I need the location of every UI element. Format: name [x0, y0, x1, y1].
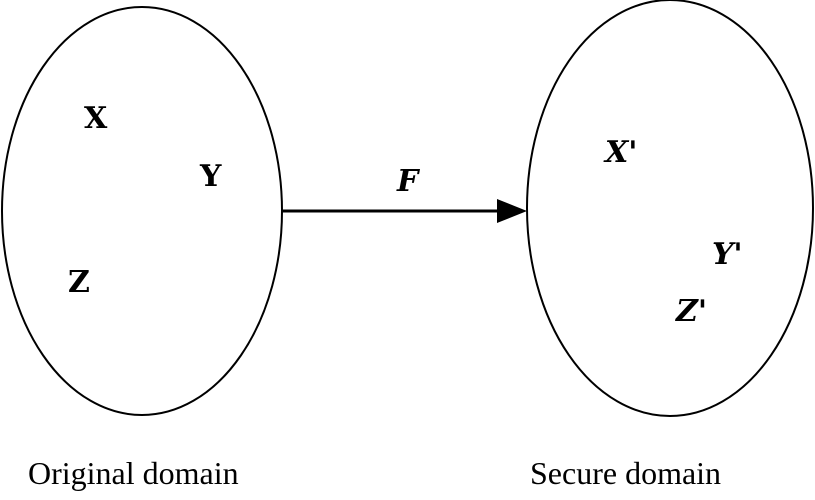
original-element-y: Y: [199, 159, 222, 194]
mapping-label: F: [396, 164, 421, 199]
secure-element-z-prime: Z': [675, 294, 707, 329]
original-domain-ellipse: [1, 6, 283, 416]
secure-domain-caption: Secure domain: [530, 455, 721, 491]
secure-domain-ellipse: [526, 0, 814, 417]
original-domain-caption: Original domain: [28, 455, 239, 491]
mapping-arrowhead: [497, 199, 527, 223]
secure-element-y-prime: Y': [712, 237, 743, 272]
secure-element-x-prime: X': [603, 135, 637, 170]
original-element-x: X: [84, 101, 108, 136]
original-element-z: Z: [68, 265, 90, 300]
